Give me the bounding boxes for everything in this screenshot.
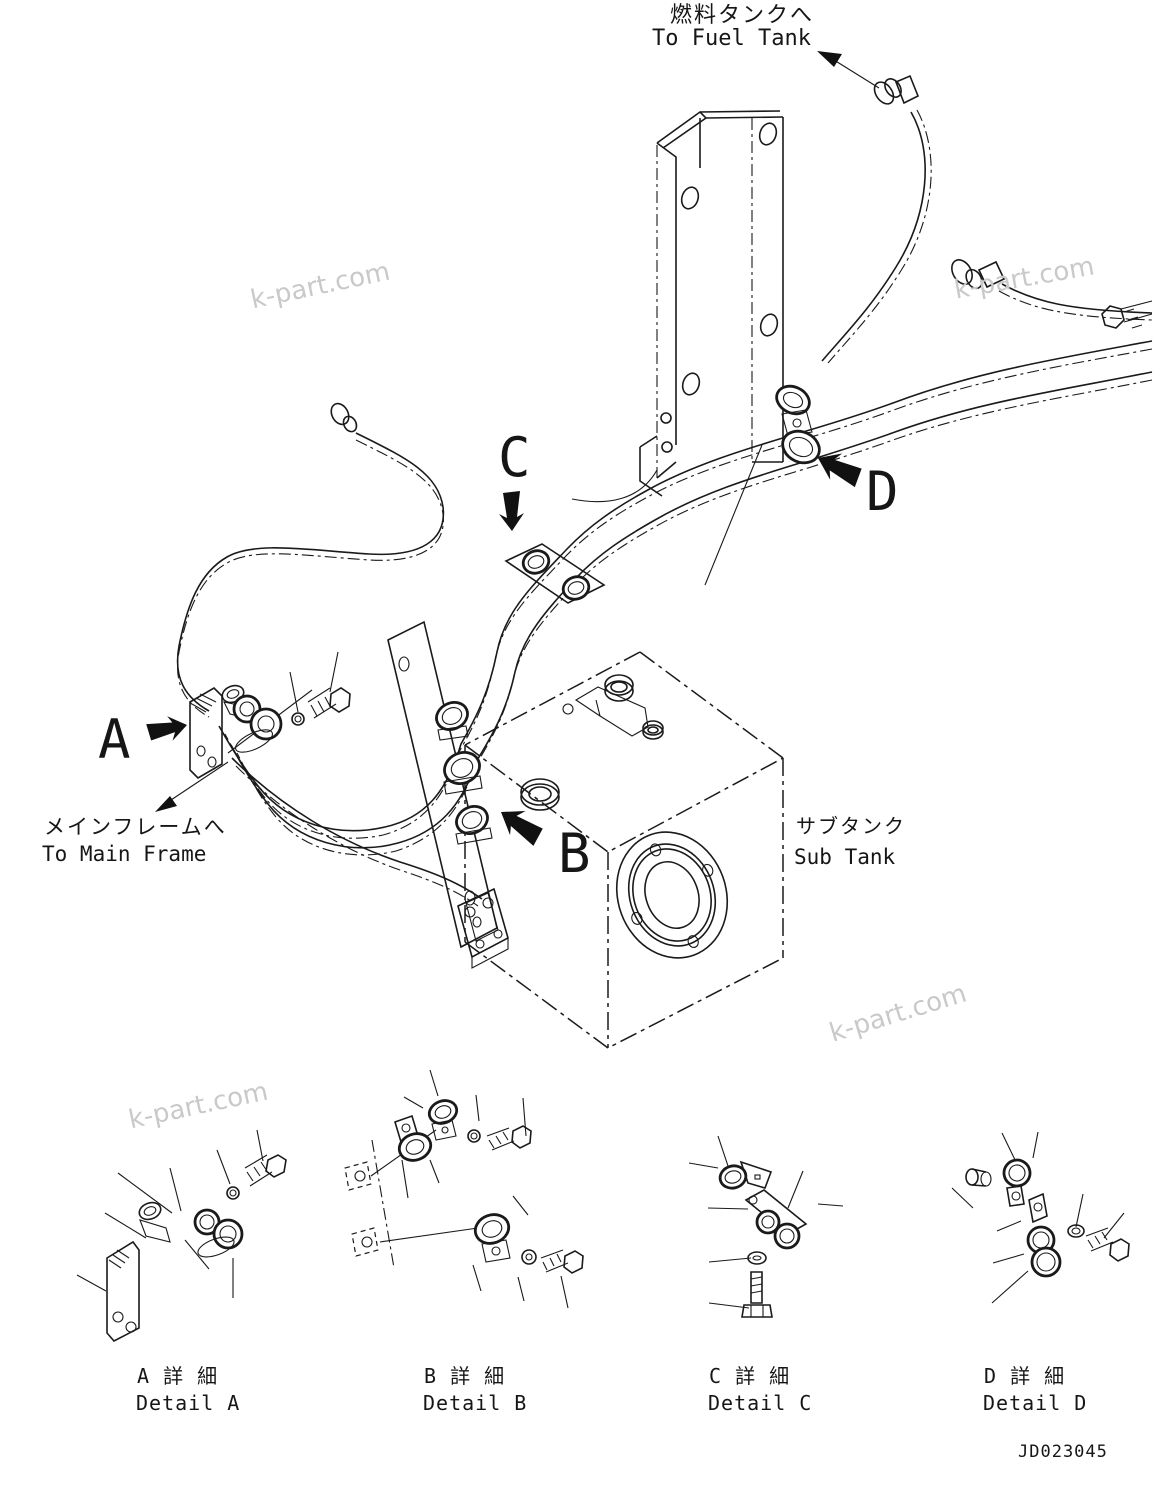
arrow-a bbox=[145, 713, 190, 745]
c-clamp-assembly bbox=[504, 543, 606, 604]
arrow-b bbox=[493, 799, 548, 850]
drawing-number: JD023045 bbox=[1018, 1442, 1108, 1462]
detail-b-caption-jp: B 詳 細 bbox=[424, 1364, 506, 1388]
detail-a-drawing bbox=[76, 1129, 287, 1342]
detail-c-caption-en: Detail C bbox=[708, 1391, 813, 1415]
detail-a-caption-en: Detail A bbox=[136, 1391, 241, 1415]
d-clamp-assembly bbox=[775, 384, 821, 465]
callout-letter-b: B bbox=[558, 822, 591, 885]
fuel-tank-hose bbox=[817, 51, 932, 364]
detail-d-caption-jp: D 詳 細 bbox=[984, 1364, 1066, 1388]
sub-tank-label-en: Sub Tank bbox=[794, 845, 896, 869]
main-frame-label-en: To Main Frame bbox=[42, 842, 207, 866]
sub-tank-label-jp: サブタンク bbox=[796, 814, 906, 838]
fuel-tank-label-en: To Fuel Tank bbox=[652, 26, 811, 51]
channel-bracket-drawing bbox=[571, 110, 784, 586]
sub-tank-drawing bbox=[464, 651, 784, 1049]
main-frame-label-jp: メインフレームへ bbox=[44, 815, 227, 839]
left-hose bbox=[176, 402, 445, 718]
callout-letter-c: C bbox=[498, 426, 531, 489]
a-clamp-assembly bbox=[189, 651, 351, 780]
callout-arrows bbox=[145, 444, 866, 850]
detail-c-drawing bbox=[688, 1135, 844, 1318]
detail-d-caption-en: Detail D bbox=[983, 1391, 1088, 1415]
callout-letter-a: A bbox=[98, 708, 131, 771]
detail-b-caption-en: Detail B bbox=[423, 1391, 528, 1415]
detail-a-caption-jp: A 詳 細 bbox=[137, 1364, 219, 1388]
b-clamp-assembly bbox=[387, 620, 509, 969]
arrow-c bbox=[499, 491, 524, 531]
fuel-tank-label-jp: 燃料タンクへ bbox=[670, 3, 815, 28]
tank-top-fittings bbox=[520, 674, 664, 811]
arrow-to-main-frame bbox=[155, 796, 177, 812]
detail-c-caption-jp: C 詳 細 bbox=[709, 1364, 791, 1388]
main-hose-bundle bbox=[218, 340, 1153, 907]
tank-flange bbox=[615, 831, 729, 959]
right-hose-fittings bbox=[951, 259, 1153, 329]
detail-d-drawing bbox=[951, 1131, 1130, 1304]
callout-letter-d: D bbox=[866, 460, 899, 523]
detail-b-drawing bbox=[344, 1069, 584, 1309]
